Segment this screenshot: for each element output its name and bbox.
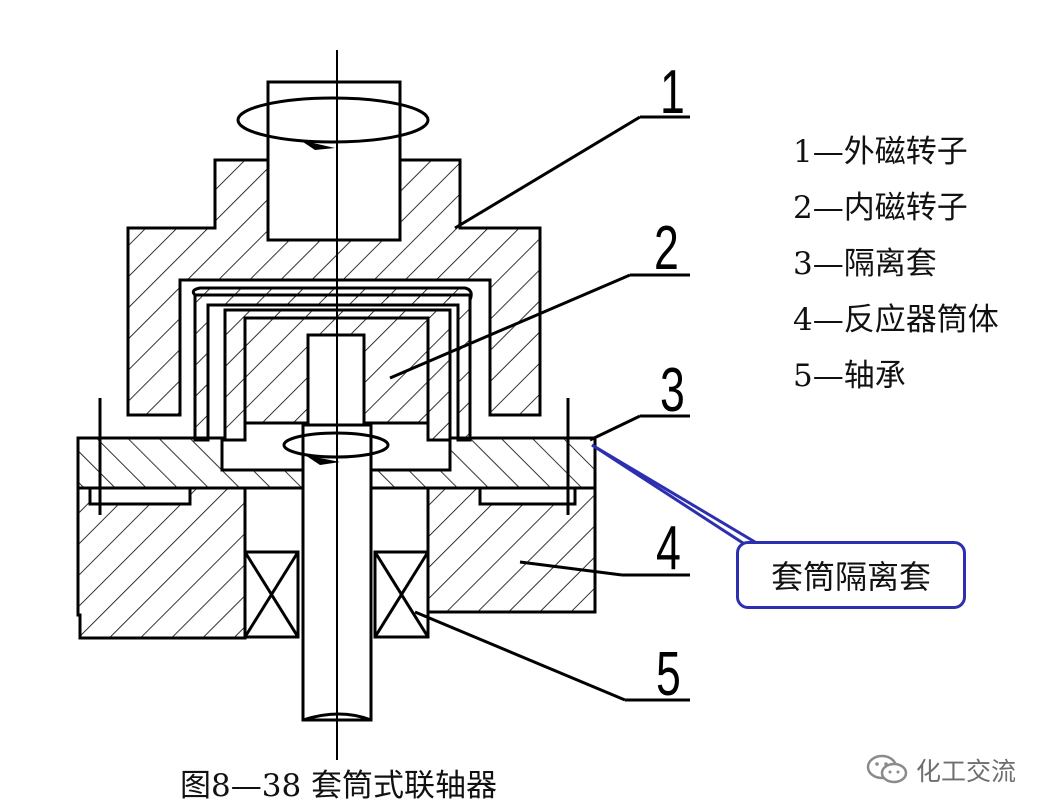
reactor-flange [76,436,597,490]
callout-label: 套筒隔离套 [770,558,931,596]
legend-item-bearing: 5—轴承 [793,358,906,394]
reactor-body [76,486,247,640]
shaft-rotation-arc [236,96,430,144]
legend-item-reactor-body: 4—反应器筒体 [793,302,999,338]
legend-item-isolation-sleeve: 3—隔离套 [793,246,937,282]
part-number-2: 2 [654,214,679,283]
legend-item-inner-rotor: 2—内磁转子 [793,190,968,226]
drive-shaft [266,80,402,242]
part-number-1: 1 [660,58,685,127]
watermark: 化工交流 [866,752,1016,788]
legend-item-outer-rotor: 1—外磁转子 [793,134,968,170]
figure-caption: 图8—38 套筒式联轴器 [180,768,498,804]
watermark-text: 化工交流 [916,757,1017,786]
part-number-3: 3 [660,356,685,425]
wechat-icon [866,754,908,784]
part-number-5: 5 [656,640,681,709]
callout-box: 套筒隔离套 [736,541,966,609]
part-number-4: 4 [656,514,681,583]
